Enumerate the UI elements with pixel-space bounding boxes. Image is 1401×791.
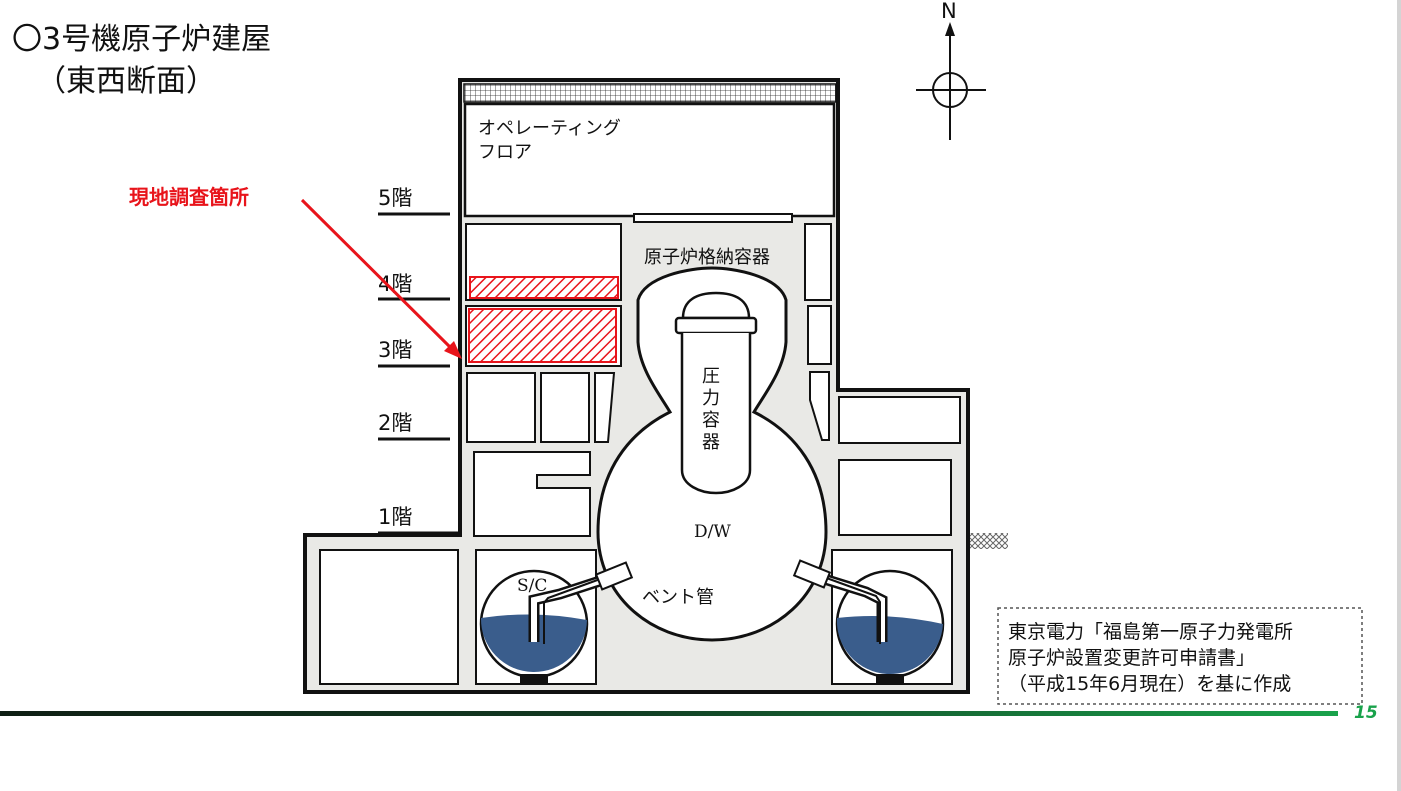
- room-basement-west: [319, 549, 459, 685]
- suppression-pool-water-west: [480, 614, 587, 673]
- vent-pipe-west: [528, 561, 634, 644]
- room-west-2f-c: [594, 372, 616, 443]
- suppression-pool-water-east: [836, 616, 943, 675]
- suppression-chamber-label: S/C: [517, 576, 547, 596]
- pressure-vessel-label-2: 力: [702, 388, 720, 409]
- floor-label-1f: 1階: [378, 505, 412, 529]
- compass-icon: [916, 22, 986, 140]
- vent-pipe-east: [792, 559, 888, 644]
- survey-area-4f: [469, 276, 619, 299]
- source-line-1: 東京電力「福島第一原子力発電所: [1008, 621, 1293, 643]
- drywell-label: D/W: [694, 522, 731, 542]
- slide-right-edge: [1397, 0, 1401, 791]
- room-west-1f: [473, 451, 591, 537]
- survey-callout-label: 現地調査箇所: [129, 185, 249, 209]
- footer-bar: [0, 711, 1338, 716]
- floor-label-5f: 5階: [378, 186, 412, 210]
- containment-vessel-label: 原子炉格納容器: [644, 247, 770, 268]
- suppression-support-west: [520, 674, 548, 683]
- pressure-vessel-flange: [674, 316, 758, 335]
- room-annex-2f: [838, 396, 961, 444]
- compass-north-label: N: [941, 0, 957, 23]
- operating-floor-label-2: フロア: [478, 142, 532, 163]
- room-west-2f-a: [466, 372, 536, 443]
- source-box: [997, 607, 1363, 705]
- operating-floor-room: [463, 102, 836, 218]
- room-annex-1f: [838, 459, 952, 536]
- floor-label-2f: 2階: [378, 411, 412, 435]
- shield-plug: [633, 213, 793, 223]
- room-west-2f-b: [540, 372, 590, 443]
- pressure-vessel-label-4: 器: [702, 432, 720, 453]
- floor-markers: [378, 212, 460, 535]
- room-east-2f: [809, 371, 830, 441]
- pressure-vessel-label-1: 圧: [702, 366, 720, 387]
- survey-callout-arrow: [300, 198, 462, 359]
- source-line-3: （平成15年6月現在）を基に作成: [1008, 673, 1291, 695]
- room-east-4f: [804, 223, 832, 301]
- room-east-3f: [807, 305, 832, 365]
- survey-area-3f: [468, 308, 617, 363]
- slide-subtitle: （東西断面）: [36, 64, 216, 99]
- ground-marker: [970, 533, 1008, 549]
- pressure-vessel-head: [681, 291, 751, 320]
- roof-truss: [463, 83, 837, 103]
- operating-floor-label-1: オペレーティング: [478, 118, 621, 139]
- suppression-support-east: [876, 674, 904, 683]
- pressure-vessel-label-3: 容: [702, 410, 720, 431]
- vent-pipe-label: ベント管: [642, 587, 714, 608]
- floor-label-3f: 3階: [378, 338, 412, 362]
- page-number: 15: [1354, 703, 1378, 723]
- slide-title: 〇3号機原子炉建屋: [12, 22, 272, 57]
- source-line-2: 原子炉設置変更許可申請書」: [1008, 647, 1255, 669]
- pressure-vessel-body: [680, 333, 752, 495]
